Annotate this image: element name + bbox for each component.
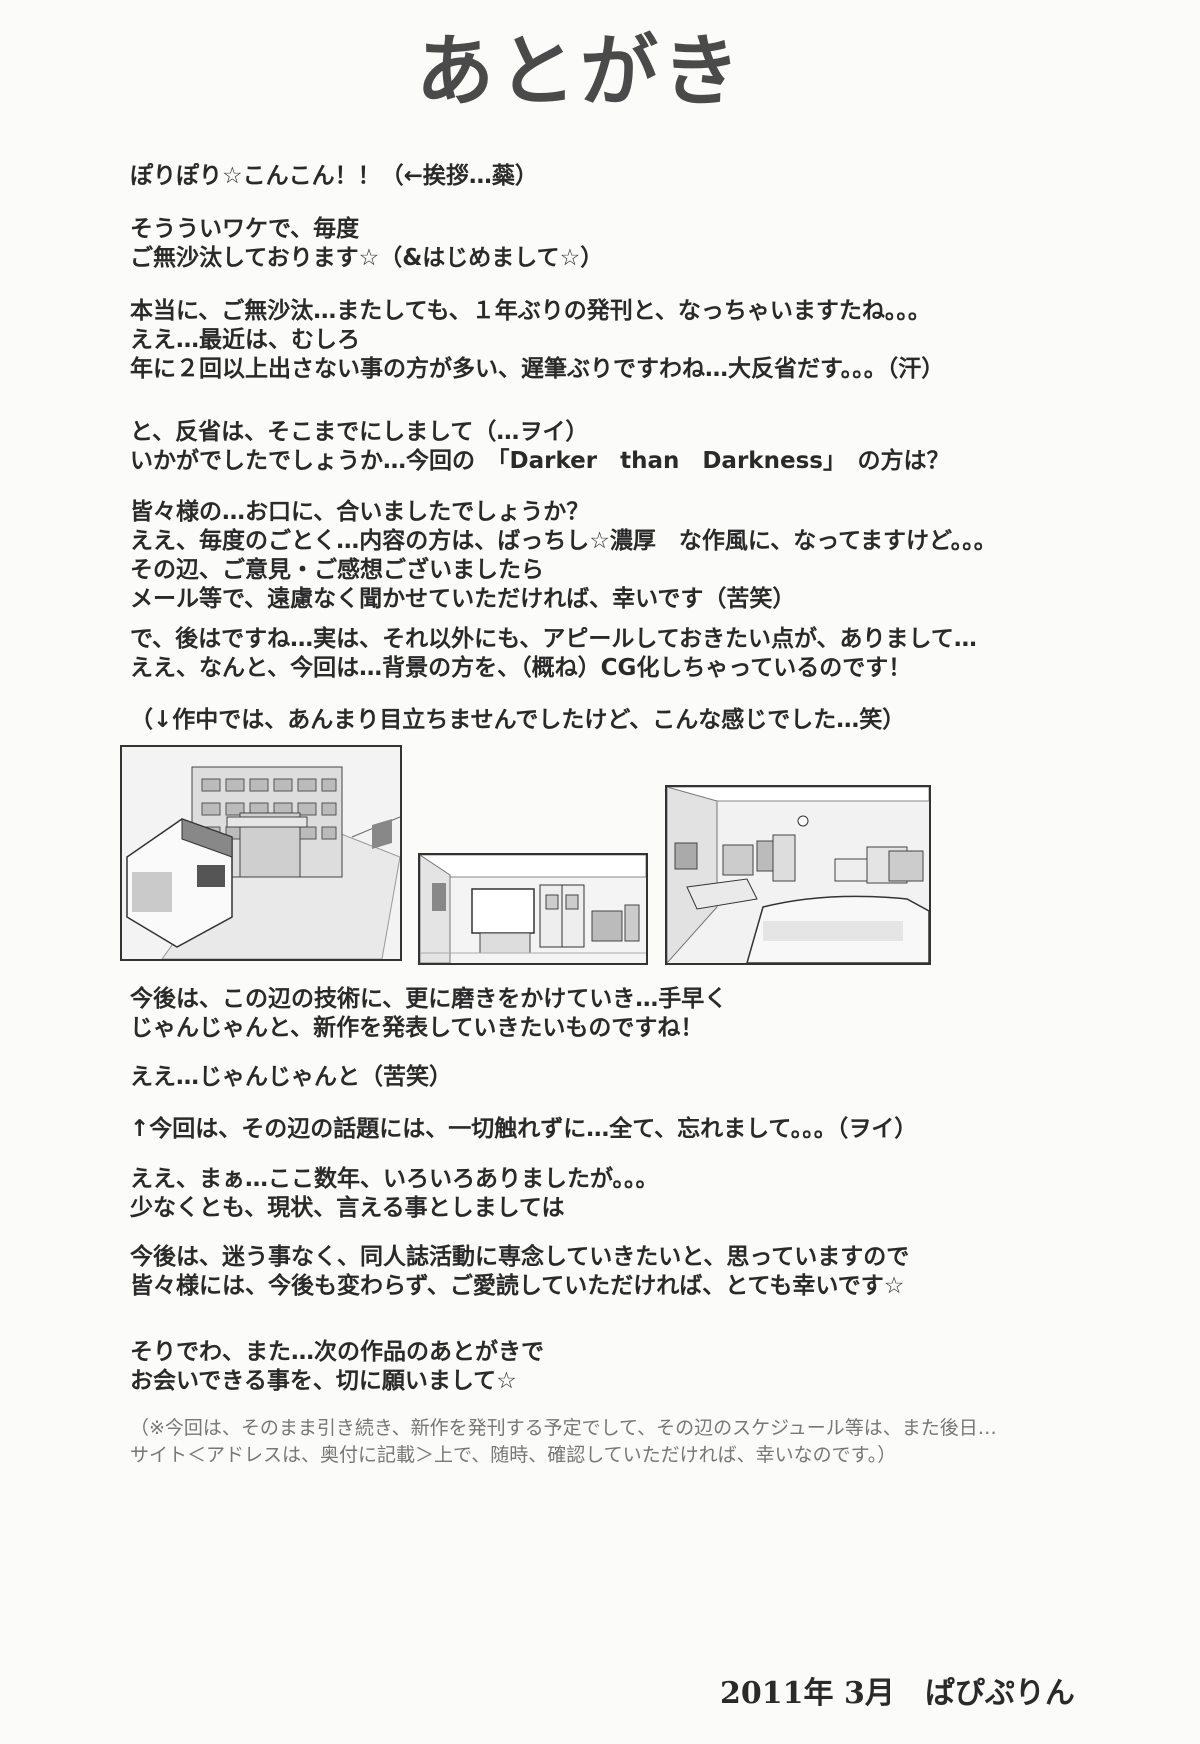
paragraph-wry-smile: ええ…じゃんじゃんと（苦笑） bbox=[130, 1063, 1080, 1092]
paragraph-intro: そうういワケで、毎度 ご無沙汰しております☆（&はじめまして☆） bbox=[130, 215, 1080, 273]
cg-classroom-interior-image bbox=[418, 853, 648, 965]
text-line: じゃんじゃんと、新作を発表していきたいものですね！ bbox=[130, 1015, 704, 1041]
paragraph-recent-years: ええ、まぁ…ここ数年、いろいろありましたが。。。 少なくとも、現状、言える事とし… bbox=[130, 1165, 1080, 1223]
text-line: ぽりぽり☆こんこん！！（←挨拶…蘂） bbox=[130, 163, 538, 189]
text-line: メール等で、遠慮なく聞かせていただければ、幸いです（苦笑） bbox=[130, 586, 796, 612]
text-line: そうういワケで、毎度 bbox=[130, 216, 360, 242]
text-line: 少なくとも、現状、言える事としましては bbox=[130, 1195, 565, 1221]
text-line: 年に２回以上出さない事の方が多い、遅筆ぶりですわね…大反省だす。。。（汗） bbox=[130, 356, 945, 382]
date-signature: 2011年 3月 ぱぴぷりん bbox=[720, 1676, 1075, 1711]
text-line: で、後はですね…実は、それ以外にも、アピールしておきたい点が、ありまして… bbox=[130, 626, 977, 652]
paragraph-question: と、反省は、そこまでにしまして（…ヲイ） いかがでしたでしょうか…今回の 「Da… bbox=[130, 418, 1080, 476]
paragraph-cg-appeal: で、後はですね…実は、それ以外にも、アピールしておきたい点が、ありまして… ええ… bbox=[130, 625, 1080, 683]
paragraph-forgotten: ↑今回は、その辺の話題には、一切触れずに…全て、忘れまして。。。（ヲイ） bbox=[130, 1115, 1080, 1144]
text-line: 今後は、この辺の技術に、更に磨きをかけていき…手早く bbox=[130, 986, 728, 1012]
text-line: ええ、まぁ…ここ数年、いろいろありましたが。。。 bbox=[130, 1166, 659, 1192]
text-line: 皆々様には、今後も変わらず、ご愛読していただければ、とても幸いです☆ bbox=[130, 1273, 905, 1299]
paragraph-apology: 本当に、ご無沙汰…またしても、１年ぶりの発刊と、なっちゃいますたね。。。 ええ…… bbox=[130, 297, 1080, 384]
paragraph-greeting: ぽりぽり☆こんこん！！（←挨拶…蘂） bbox=[130, 162, 1080, 191]
text-line: ↑今回は、その辺の話題には、一切触れずに…全て、忘れまして。。。（ヲイ） bbox=[130, 1116, 918, 1142]
paragraph-image-caption: （↓作中では、あんまり目立ちませんでしたけど、こんな感じでした…笑） bbox=[130, 706, 1080, 735]
text-line: （↓作中では、あんまり目立ちませんでしたけど、こんな感じでした…笑） bbox=[130, 707, 906, 733]
note-line: （※今回は、そのまま引き続き、新作を発刊する予定でして、その辺のスケジュール等は… bbox=[130, 1417, 997, 1439]
text-line: その辺、ご意見・ご感想ございましたら bbox=[130, 557, 544, 583]
paragraph-feedback: 皆々様の…お口に、合いましたでしょうか？ ええ、毎度のごとく…内容の方は、ばっち… bbox=[130, 498, 1080, 614]
paragraph-future-work: 今後は、この辺の技術に、更に磨きをかけていき…手早く じゃんじゃんと、新作を発表… bbox=[130, 985, 1080, 1043]
text-line: お会いできる事を、切に願いまして☆ bbox=[130, 1368, 517, 1394]
schedule-note: （※今回は、そのまま引き続き、新作を発刊する予定でして、その辺のスケジュール等は… bbox=[130, 1415, 1090, 1469]
text-line: 本当に、ご無沙汰…またしても、１年ぶりの発刊と、なっちゃいますたね。。。 bbox=[130, 298, 931, 324]
text-line: ええ…最近は、むしろ bbox=[130, 327, 360, 353]
text-line: 今後は、迷う事なく、同人誌活動に専念していきたいと、思っていますので bbox=[130, 1244, 910, 1270]
text-line: 皆々様の…お口に、合いましたでしょうか？ bbox=[130, 499, 590, 525]
text-line: いかがでしたでしょうか…今回の 「Darker than Darkness」 の… bbox=[130, 448, 950, 474]
page-title: あとがき bbox=[415, 27, 744, 117]
text-line: と、反省は、そこまでにしまして（…ヲイ） bbox=[130, 419, 589, 445]
paragraph-dedication: 今後は、迷う事なく、同人誌活動に専念していきたいと、思っていますので 皆々様には… bbox=[130, 1243, 1080, 1301]
cg-office-room-image bbox=[665, 785, 931, 965]
paragraph-closing: そりでわ、また…次の作品のあとがきで お会いできる事を、切に願いまして☆ bbox=[130, 1338, 1080, 1396]
text-line: そりでわ、また…次の作品のあとがきで bbox=[130, 1339, 544, 1365]
text-line: ご無沙汰しております☆（&はじめまして☆） bbox=[130, 245, 604, 271]
text-line: ええ…じゃんじゃんと（苦笑） bbox=[130, 1064, 452, 1090]
text-line: ええ、毎度のごとく…内容の方は、ばっちし☆濃厚 な作風に、なってますけど。。。 bbox=[130, 528, 997, 554]
text-line: ええ、なんと、今回は…背景の方を、（概ね）CG化しちゃっているのです！ bbox=[130, 655, 912, 681]
cg-building-exterior-image bbox=[120, 745, 402, 961]
note-line: サイト＜アドレスは、奥付に記載＞上で、随時、確認していただければ、幸いなのです。… bbox=[130, 1444, 897, 1466]
